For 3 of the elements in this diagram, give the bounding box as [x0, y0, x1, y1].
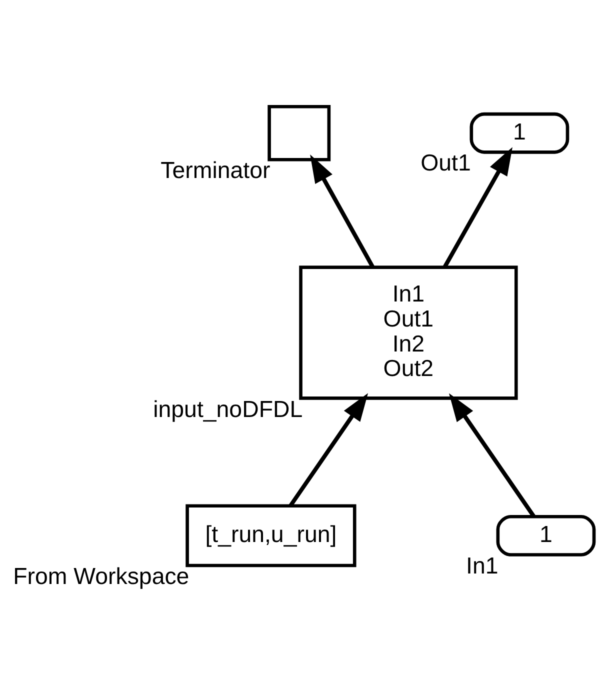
node-label: In1: [466, 552, 498, 578]
node-label: Out1: [420, 150, 471, 176]
node-label: Terminator: [160, 157, 270, 184]
